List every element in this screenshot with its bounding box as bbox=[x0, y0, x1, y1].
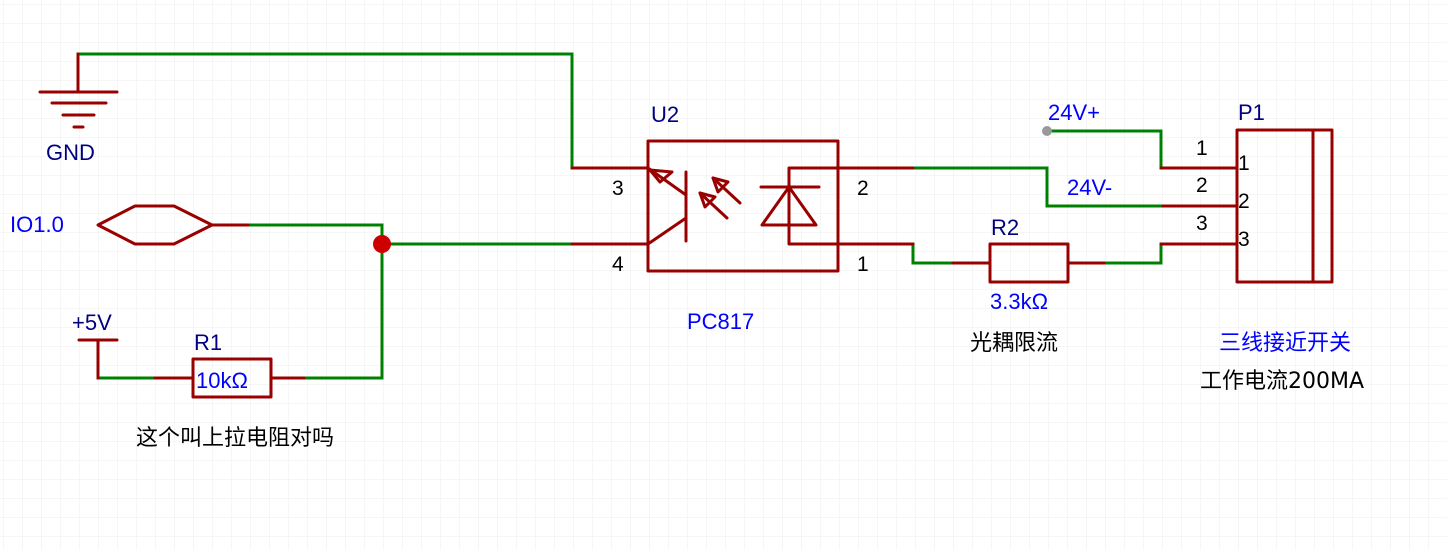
p1-pin3-inner: 3 bbox=[1238, 228, 1250, 251]
r1-designator: R1 bbox=[194, 330, 222, 355]
optocoupler-u2[interactable]: U2 3 4 2 1 PC817 bbox=[570, 102, 915, 334]
r2-note: 光耦限流 bbox=[970, 331, 1058, 356]
p1-pin2-outer: 2 bbox=[1196, 174, 1208, 197]
u2-pin4-label: 4 bbox=[612, 253, 624, 276]
resistor-r2[interactable]: R2 3.3kΩ 光耦限流 bbox=[951, 215, 1106, 356]
power-5v-label: +5V bbox=[72, 310, 112, 335]
power-5v[interactable]: +5V bbox=[72, 310, 119, 380]
resistor-r1[interactable]: R1 10kΩ 这个叫上拉电阻对吗 bbox=[136, 330, 334, 451]
u2-part: PC817 bbox=[687, 309, 754, 334]
net-24vplus-dot bbox=[1042, 126, 1052, 136]
r2-designator: R2 bbox=[991, 215, 1019, 240]
gnd-symbol[interactable]: GND bbox=[38, 52, 119, 165]
wire-24vplus[interactable] bbox=[1045, 129, 1163, 170]
net-label-24vminus: 24V- bbox=[1067, 175, 1112, 200]
gnd-label: GND bbox=[46, 140, 95, 165]
p1-designator: P1 bbox=[1238, 100, 1265, 125]
p1-pin3-outer: 3 bbox=[1196, 212, 1208, 235]
connector-p1[interactable]: P1 1 2 3 1 2 3 三线接近开关 工作电流200MA bbox=[1159, 100, 1364, 394]
p1-pin2-inner: 2 bbox=[1238, 190, 1250, 213]
p1-note: 工作电流200MA bbox=[1200, 369, 1364, 394]
r1-note: 这个叫上拉电阻对吗 bbox=[136, 426, 334, 451]
p1-pin1-inner: 1 bbox=[1238, 152, 1250, 175]
wire-r2-p1pin3[interactable] bbox=[1102, 242, 1163, 265]
wire-pin2-24vminus[interactable] bbox=[911, 166, 1165, 208]
r1-value: 10kΩ bbox=[196, 368, 248, 393]
u2-designator: U2 bbox=[651, 102, 679, 127]
wire-pin1-r2[interactable] bbox=[911, 242, 955, 265]
io-port-label: IO1.0 bbox=[10, 212, 64, 237]
junction-dot bbox=[373, 235, 391, 253]
p1-pin1-outer: 1 bbox=[1196, 137, 1208, 160]
p1-title: 三线接近开关 bbox=[1219, 331, 1351, 356]
net-label-24vplus: 24V+ bbox=[1048, 100, 1100, 125]
u2-pin1-label: 1 bbox=[857, 253, 869, 276]
r2-value: 3.3kΩ bbox=[990, 289, 1048, 314]
wire-io-node[interactable] bbox=[246, 223, 384, 380]
u2-pin2-label: 2 bbox=[857, 177, 869, 200]
io-port[interactable]: IO1.0 bbox=[10, 204, 250, 246]
u2-pin3-label: 3 bbox=[612, 177, 624, 200]
